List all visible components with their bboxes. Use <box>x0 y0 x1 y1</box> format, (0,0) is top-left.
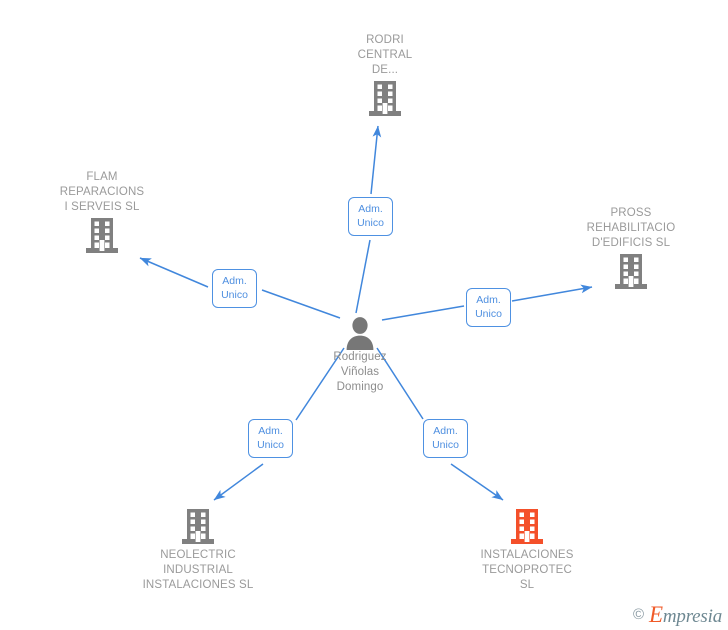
building-icon <box>310 78 460 120</box>
brand-rest: mpresia <box>662 606 722 627</box>
node-rodri-central[interactable]: RODRI CENTRAL DE... <box>310 33 460 120</box>
node-label-person-center: Rodriguez Viñolas Domingo <box>333 351 387 393</box>
edge-label-flam[interactable]: Adm. Unico <box>212 269 257 308</box>
edge-label-tecnoprotec[interactable]: Adm. Unico <box>423 419 468 458</box>
node-label-pross-rehabilitacio: PROSS REHABILITACIO D'EDIFICIS SL <box>586 207 676 249</box>
node-label-flam-reparacions: FLAM REPARACIONS I SERVEIS SL <box>59 171 145 213</box>
edge-label-neolectric[interactable]: Adm. Unico <box>248 419 293 458</box>
node-person-center[interactable]: Rodriguez Viñolas Domingo <box>285 316 435 395</box>
node-flam-reparacions[interactable]: FLAM REPARACIONS I SERVEIS SL <box>27 170 177 257</box>
node-label-neolectric-industrial: NEOLECTRIC INDUSTRIAL INSTALACIONES SL <box>142 549 254 591</box>
edge-label-pross[interactable]: Adm. Unico <box>466 288 511 327</box>
node-instalaciones-tecnoprotec[interactable]: INSTALACIONES TECNOPROTEC SL <box>452 506 602 593</box>
node-pross-rehabilitacio[interactable]: PROSS REHABILITACIO D'EDIFICIS SL <box>556 206 706 293</box>
brand-logo: Empresia <box>649 603 722 626</box>
building-icon <box>556 251 706 293</box>
copyright-icon: © <box>632 606 645 623</box>
node-label-rodri-central: RODRI CENTRAL DE... <box>357 34 413 76</box>
node-label-instalaciones-tecnoprotec: INSTALACIONES TECNOPROTEC SL <box>480 549 574 591</box>
node-neolectric-industrial[interactable]: NEOLECTRIC INDUSTRIAL INSTALACIONES SL <box>123 506 273 593</box>
person-icon <box>285 316 435 350</box>
empresia-watermark: © Empresia <box>633 603 722 626</box>
brand-initial: E <box>649 602 663 627</box>
building-icon-highlighted <box>452 506 602 548</box>
building-icon <box>123 506 273 548</box>
edge-label-rodri-central[interactable]: Adm. Unico <box>348 197 393 236</box>
building-icon <box>27 215 177 257</box>
